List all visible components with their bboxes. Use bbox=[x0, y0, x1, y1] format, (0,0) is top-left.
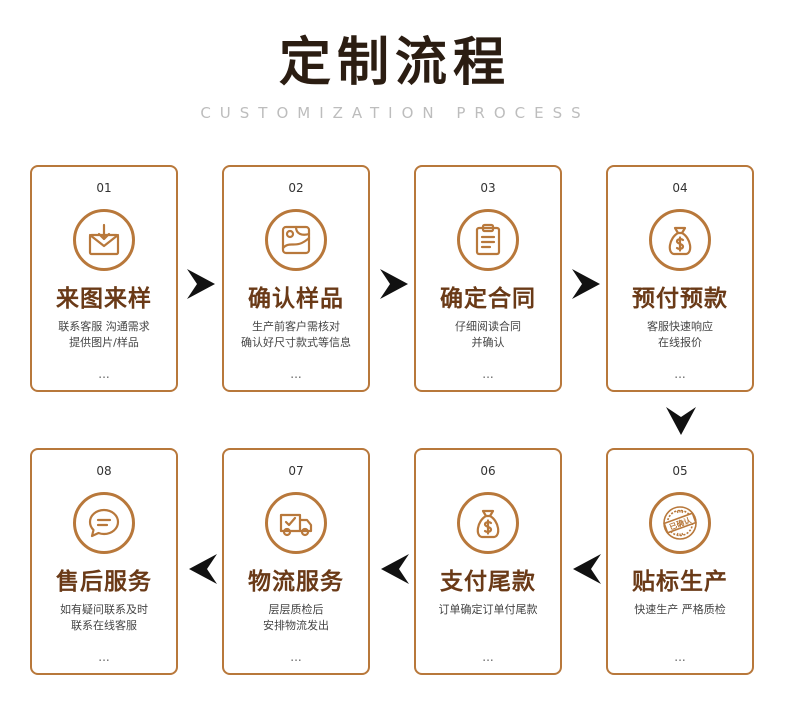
step-number: 05 bbox=[672, 464, 688, 478]
desc-line: 快速生产 严格质检 bbox=[634, 603, 726, 616]
step-number: 02 bbox=[288, 181, 304, 195]
step-description: 仔细阅读合同 并确认 bbox=[422, 319, 554, 351]
desc-line: 生产前客户需核对 bbox=[252, 320, 340, 333]
arrow-right-icon bbox=[380, 269, 408, 299]
desc-line: 订单确定订单付尾款 bbox=[438, 603, 538, 616]
ellipsis: ... bbox=[674, 650, 686, 664]
step-description: 快速生产 严格质检 bbox=[614, 602, 746, 618]
arrow-left-icon bbox=[189, 554, 217, 584]
ellipsis: ... bbox=[482, 367, 494, 381]
step-title: 预付预款 bbox=[632, 286, 728, 312]
desc-line: 如有疑问联系及时 bbox=[60, 603, 148, 616]
arrow-right-icon bbox=[572, 269, 600, 299]
page-subtitle: CUSTOMIZATION PROCESS bbox=[200, 104, 590, 122]
step-number: 07 bbox=[288, 464, 304, 478]
step-title: 售后服务 bbox=[56, 569, 152, 595]
desc-line: 客服快速响应 bbox=[647, 320, 713, 333]
desc-line: 安排物流发出 bbox=[263, 619, 329, 632]
step-description: 层层质检后 安排物流发出 bbox=[230, 602, 362, 634]
step-number: 03 bbox=[480, 181, 496, 195]
desc-line: 确认好尺寸款式等信息 bbox=[241, 336, 351, 349]
ellipsis: ... bbox=[290, 650, 302, 664]
desc-line: 并确认 bbox=[471, 336, 505, 349]
step-description: 订单确定订单付尾款 bbox=[422, 602, 554, 618]
step-description: 生产前客户需核对 确认好尺寸款式等信息 bbox=[230, 319, 362, 351]
truck-icon bbox=[265, 492, 327, 554]
step-number: 08 bbox=[96, 464, 112, 478]
step-card-07: 07 物流服务 层层质检后 安排物流发出 ... bbox=[222, 448, 370, 675]
step-card-01: 01 来图来样 联系客服 沟通需求 提供图片/样品 ... bbox=[30, 165, 178, 392]
step-number: 04 bbox=[672, 181, 688, 195]
arrow-right-icon bbox=[187, 269, 215, 299]
ellipsis: ... bbox=[674, 367, 686, 381]
step-title: 确认样品 bbox=[248, 286, 344, 312]
step-card-03: 03 确定合同 仔细阅读合同 并确认 ... bbox=[414, 165, 562, 392]
ellipsis: ... bbox=[290, 367, 302, 381]
step-title: 来图来样 bbox=[56, 286, 152, 312]
step-title: 物流服务 bbox=[248, 569, 344, 595]
ellipsis: ... bbox=[482, 650, 494, 664]
desc-line: 联系客服 沟通需求 bbox=[58, 320, 150, 333]
money-bag-icon bbox=[649, 209, 711, 271]
step-title: 贴标生产 bbox=[632, 569, 728, 595]
arrow-left-icon bbox=[381, 554, 409, 584]
ellipsis: ... bbox=[98, 367, 110, 381]
clipboard-icon bbox=[457, 209, 519, 271]
ellipsis: ... bbox=[98, 650, 110, 664]
step-title: 确定合同 bbox=[440, 286, 536, 312]
step-number: 01 bbox=[96, 181, 112, 195]
step-title: 支付尾款 bbox=[440, 569, 536, 595]
desc-line: 在线报价 bbox=[658, 336, 702, 349]
stamp-icon: 已确认 bbox=[649, 492, 711, 554]
desc-line: 提供图片/样品 bbox=[69, 336, 139, 349]
page-title: 定制流程 bbox=[278, 33, 511, 93]
desc-line: 仔细阅读合同 bbox=[455, 320, 521, 333]
step-card-02: 02 确认样品 生产前客户需核对 确认好尺寸款式等信息 ... bbox=[222, 165, 370, 392]
envelope-icon bbox=[73, 209, 135, 271]
desc-line: 层层质检后 bbox=[268, 603, 324, 616]
desc-line: 联系在线客服 bbox=[71, 619, 137, 632]
step-card-06: 06 支付尾款 订单确定订单付尾款 ... bbox=[414, 448, 562, 675]
arrow-left-icon bbox=[573, 554, 601, 584]
chat-bubble-icon bbox=[73, 492, 135, 554]
step-number: 06 bbox=[480, 464, 496, 478]
money-bag-icon bbox=[457, 492, 519, 554]
step-card-04: 04 预付预款 客服快速响应 在线报价 ... bbox=[606, 165, 754, 392]
step-description: 如有疑问联系及时 联系在线客服 bbox=[38, 602, 170, 634]
step-card-05: 05 已确认 贴标生产 快速生产 严格质检 ... bbox=[606, 448, 754, 675]
step-description: 客服快速响应 在线报价 bbox=[614, 319, 746, 351]
step-card-08: 08 售后服务 如有疑问联系及时 联系在线客服 ... bbox=[30, 448, 178, 675]
arrow-down-icon bbox=[666, 407, 696, 435]
image-icon bbox=[265, 209, 327, 271]
step-description: 联系客服 沟通需求 提供图片/样品 bbox=[38, 319, 170, 351]
